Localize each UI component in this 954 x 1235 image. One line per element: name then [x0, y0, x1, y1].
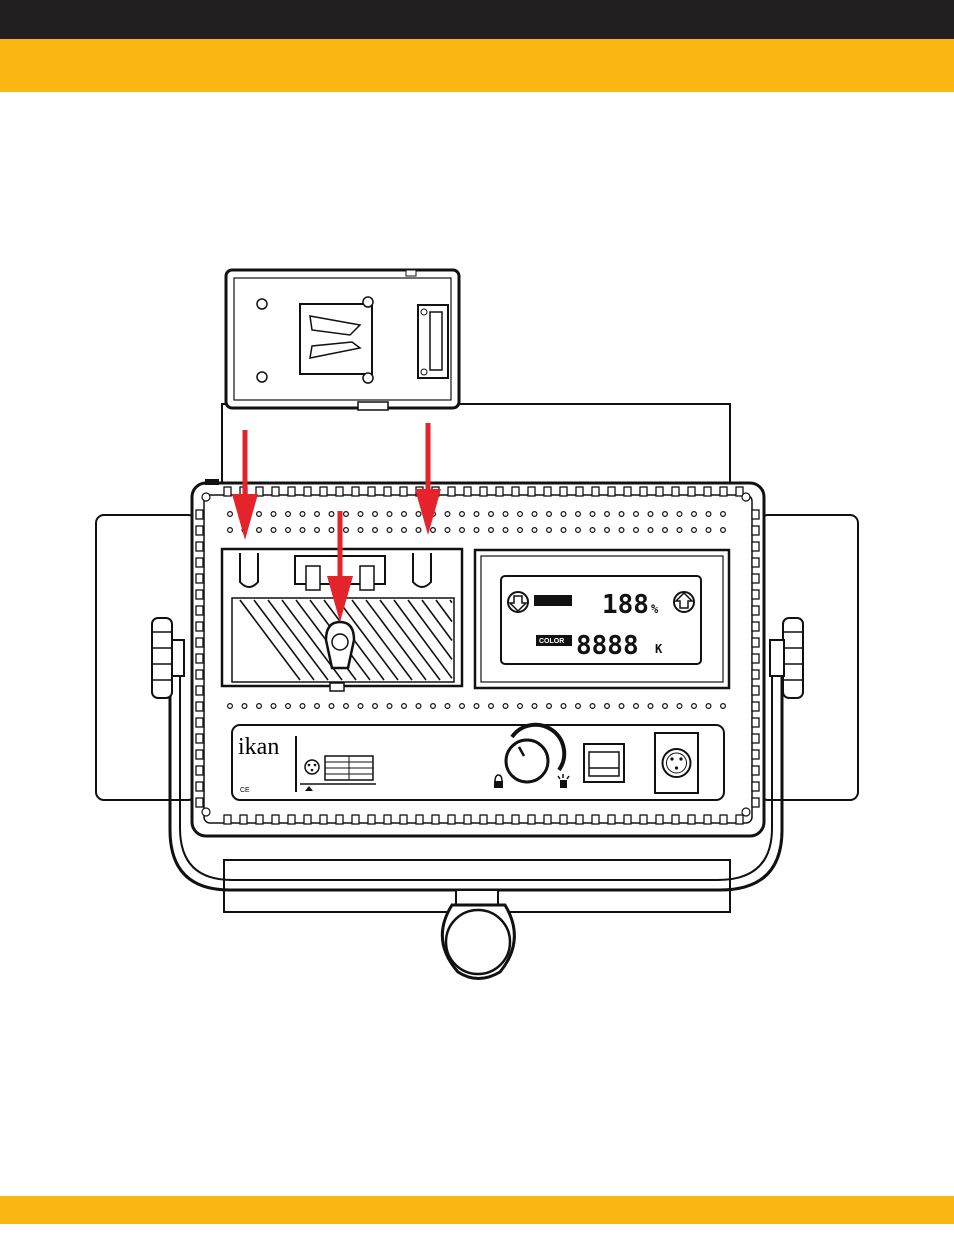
- battery-plate-icon[interactable]: [226, 270, 459, 410]
- brand-logo: ikan: [238, 734, 279, 760]
- arrow-up-icon[interactable]: [674, 592, 694, 612]
- footer-bar: [0, 1196, 954, 1224]
- lcd-row1-value: 188: [602, 590, 649, 620]
- spec-label-icon: [325, 756, 373, 780]
- lcd-display: 188 % COLOR 8888 K: [475, 550, 729, 688]
- lcd-row1-unit: %: [651, 602, 659, 616]
- dimmer-label-box: [534, 595, 572, 606]
- power-switch-icon[interactable]: [584, 744, 624, 782]
- dmx-port-icon: [305, 760, 319, 774]
- lcd-row2-label: COLOR: [539, 638, 564, 645]
- control-strip: ikan CE: [232, 725, 724, 800]
- arrow-down-icon[interactable]: [508, 592, 528, 612]
- lcd-row2-value: 8888: [576, 631, 639, 661]
- xlr-connector-icon[interactable]: [655, 733, 698, 793]
- ce-mark: CE: [240, 787, 250, 794]
- lcd-row2-unit: K: [655, 642, 663, 656]
